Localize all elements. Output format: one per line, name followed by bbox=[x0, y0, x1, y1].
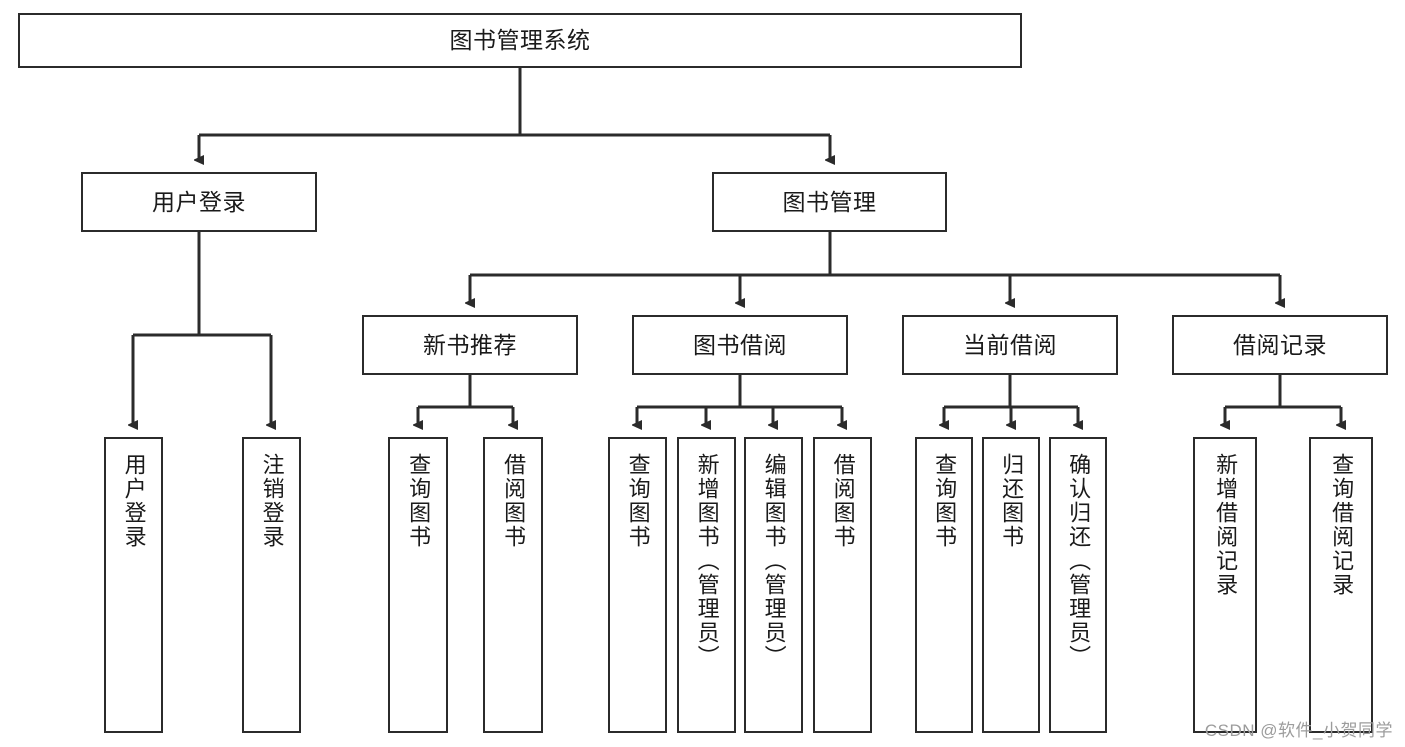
node-leaf-edit-book-admin-label: 编辑图书（管理员） bbox=[761, 453, 787, 669]
node-leaf-return-book[interactable]: 归还图书 bbox=[982, 437, 1040, 733]
node-leaf-edit-book-admin[interactable]: 编辑图书（管理员） bbox=[744, 437, 803, 733]
node-leaf-user-login[interactable]: 用户登录 bbox=[104, 437, 163, 733]
node-leaf-query-borrow-record[interactable]: 查询借阅记录 bbox=[1309, 437, 1373, 733]
node-leaf-newbook-borrow-book-label: 借阅图书 bbox=[501, 453, 527, 549]
node-current-borrow-label: 当前借阅 bbox=[963, 331, 1057, 358]
node-leaf-borrow-query-book-label: 查询图书 bbox=[625, 453, 651, 549]
node-user-login[interactable]: 用户登录 bbox=[81, 172, 317, 232]
node-current-borrow[interactable]: 当前借阅 bbox=[902, 315, 1118, 375]
node-leaf-confirm-return-admin-label: 确认归还（管理员） bbox=[1066, 453, 1092, 669]
node-leaf-borrow-book[interactable]: 借阅图书 bbox=[813, 437, 872, 733]
node-book-borrow-label: 图书借阅 bbox=[693, 331, 787, 358]
node-leaf-newbook-query-book-label: 查询图书 bbox=[406, 453, 432, 549]
node-borrow-record-label: 借阅记录 bbox=[1233, 331, 1327, 358]
node-leaf-current-query-book-label: 查询图书 bbox=[932, 453, 958, 549]
node-root-book-management-system[interactable]: 图书管理系统 bbox=[18, 13, 1022, 68]
node-book-borrow[interactable]: 图书借阅 bbox=[632, 315, 848, 375]
node-leaf-add-borrow-record-label: 新增借阅记录 bbox=[1213, 453, 1239, 597]
node-root-label: 图书管理系统 bbox=[449, 27, 591, 54]
node-user-login-label: 用户登录 bbox=[152, 188, 246, 215]
node-leaf-return-book-label: 归还图书 bbox=[999, 453, 1025, 549]
node-leaf-newbook-query-book[interactable]: 查询图书 bbox=[388, 437, 448, 733]
node-leaf-add-borrow-record[interactable]: 新增借阅记录 bbox=[1193, 437, 1257, 733]
node-leaf-logout[interactable]: 注销登录 bbox=[242, 437, 301, 733]
node-borrow-record[interactable]: 借阅记录 bbox=[1172, 315, 1388, 375]
node-leaf-add-book-admin-label: 新增图书（管理员） bbox=[694, 453, 720, 669]
node-leaf-query-borrow-record-label: 查询借阅记录 bbox=[1329, 453, 1355, 597]
node-leaf-logout-label: 注销登录 bbox=[259, 453, 285, 549]
node-book-management-label: 图书管理 bbox=[782, 188, 877, 215]
node-leaf-confirm-return-admin[interactable]: 确认归还（管理员） bbox=[1049, 437, 1107, 733]
node-leaf-add-book-admin[interactable]: 新增图书（管理员） bbox=[677, 437, 736, 733]
csdn-watermark: CSDN @软件_小贺同学 bbox=[1204, 721, 1393, 740]
node-new-book-recommend[interactable]: 新书推荐 bbox=[362, 315, 578, 375]
node-leaf-newbook-borrow-book[interactable]: 借阅图书 bbox=[483, 437, 543, 733]
node-new-book-recommend-label: 新书推荐 bbox=[423, 331, 517, 358]
node-leaf-borrow-book-label: 借阅图书 bbox=[830, 453, 856, 549]
node-leaf-current-query-book[interactable]: 查询图书 bbox=[915, 437, 973, 733]
node-leaf-borrow-query-book[interactable]: 查询图书 bbox=[608, 437, 667, 733]
node-book-management[interactable]: 图书管理 bbox=[712, 172, 947, 232]
node-leaf-user-login-label: 用户登录 bbox=[121, 453, 147, 549]
